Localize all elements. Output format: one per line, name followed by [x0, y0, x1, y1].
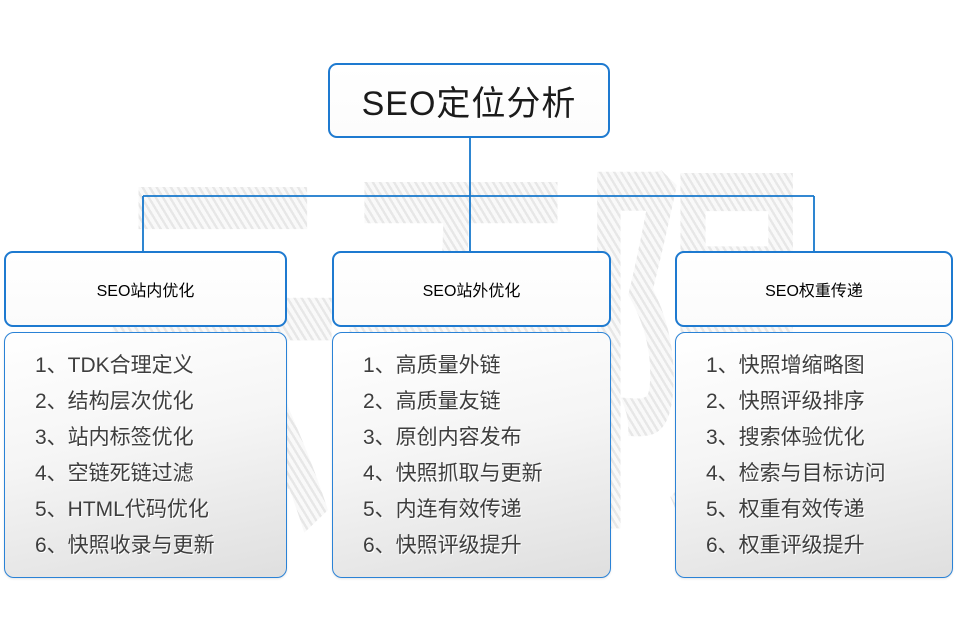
root-node: SEO定位分析: [328, 63, 610, 138]
root-title: SEO定位分析: [361, 85, 577, 123]
column-header: SEO站内优化: [4, 251, 287, 327]
list-item: 4、检索与目标访问: [706, 462, 886, 485]
item-list: 1、高质量外链 2、高质量友链 3、原创内容发布 4、快照抓取与更新 5、内连有…: [333, 333, 610, 564]
list-item: 2、结构层次优化: [35, 390, 194, 413]
item-list: 1、TDK合理定义 2、结构层次优化 3、站内标签优化 4、空链死链过滤 5、H…: [5, 333, 286, 564]
list-item: 4、快照抓取与更新: [363, 462, 543, 485]
column-title: SEO站内优化: [96, 283, 195, 300]
list-item: 3、原创内容发布: [363, 426, 522, 449]
column-offsite-seo: SEO站外优化 1、高质量外链 2、高质量友链 3、原创内容发布 4、快照抓取与…: [332, 251, 611, 578]
list-item: 1、快照增缩略图: [706, 354, 865, 377]
column-panel: 1、快照增缩略图 2、快照评级排序 3、搜索体验优化 4、检索与目标访问 5、权…: [675, 332, 953, 578]
column-title: SEO权重传递: [765, 283, 863, 300]
list-item: 1、高质量外链: [363, 354, 501, 377]
list-item: 1、TDK合理定义: [35, 354, 194, 377]
item-list: 1、快照增缩略图 2、快照评级排序 3、搜索体验优化 4、检索与目标访问 5、权…: [676, 333, 952, 564]
list-item: 5、内连有效传递: [363, 498, 522, 521]
column-weight-transfer: SEO权重传递 1、快照增缩略图 2、快照评级排序 3、搜索体验优化 4、检索与…: [675, 251, 953, 578]
list-item: 5、权重有效传递: [706, 498, 865, 521]
list-item: 6、快照收录与更新: [35, 534, 215, 557]
list-item: 3、搜索体验优化: [706, 426, 865, 449]
column-header: SEO站外优化: [332, 251, 611, 327]
column-panel: 1、TDK合理定义 2、结构层次优化 3、站内标签优化 4、空链死链过滤 5、H…: [4, 332, 287, 578]
column-panel: 1、高质量外链 2、高质量友链 3、原创内容发布 4、快照抓取与更新 5、内连有…: [332, 332, 611, 578]
list-item: 4、空链死链过滤: [35, 462, 194, 485]
list-item: 6、快照评级提升: [363, 534, 522, 557]
column-header: SEO权重传递: [675, 251, 953, 327]
column-title: SEO站外优化: [422, 283, 521, 300]
list-item: 5、HTML代码优化: [35, 498, 209, 521]
list-item: 2、高质量友链: [363, 390, 501, 413]
list-item: 3、站内标签优化: [35, 426, 194, 449]
list-item: 2、快照评级排序: [706, 390, 865, 413]
list-item: 6、权重评级提升: [706, 534, 865, 557]
column-onsite-seo: SEO站内优化 1、TDK合理定义 2、结构层次优化 3、站内标签优化 4、空链…: [4, 251, 287, 578]
